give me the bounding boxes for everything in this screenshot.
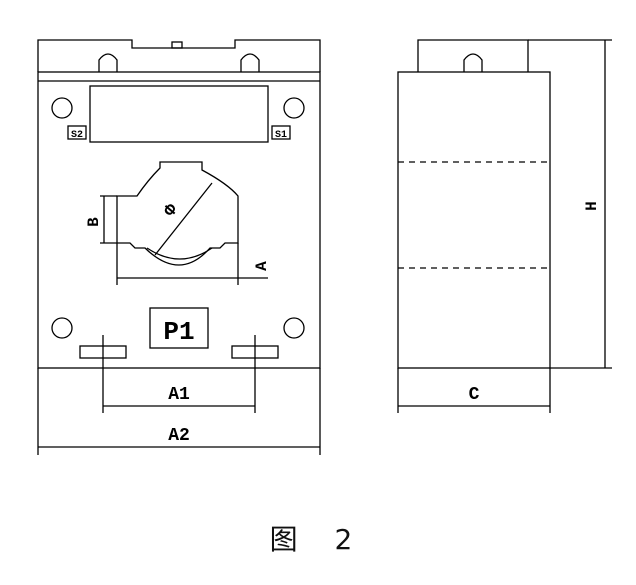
phi-dimension-line [154,182,213,256]
b-label: B [85,217,103,227]
c-label: C [469,385,480,405]
front-hole-top-left [51,97,73,119]
s2-label: S2 [71,130,83,141]
s1-label-box [271,125,291,140]
a-label: A [253,261,271,271]
side-body [397,71,551,369]
front-view: S2 S1 Φ B A P1 A1 A2 [37,39,321,455]
front-hole-top-right [283,97,305,119]
front-hole-bottom-left [51,317,73,339]
a1-label: A1 [168,385,190,405]
front-terminal-left [98,53,118,72]
s2-label-box [67,125,87,140]
nameplate-label: P1 [163,317,194,347]
figure-caption: 图 2 [269,523,367,556]
front-terminal-right [240,53,260,72]
h-label: H [583,201,601,211]
side-view: H C [397,39,612,413]
side-terminal [463,53,483,72]
front-body [37,71,321,369]
a2-label: A2 [168,426,190,446]
front-hole-bottom-right [283,317,305,339]
phi-label: Φ [160,200,182,221]
nameplate-box [149,307,209,349]
side-top-bracket [417,39,529,72]
s1-label: S1 [275,130,287,141]
front-top-cap [37,39,321,72]
primary-aperture [116,161,239,266]
front-label-window [89,85,269,143]
front-top-stud [171,41,183,49]
aperture-inner-arc [146,247,213,260]
